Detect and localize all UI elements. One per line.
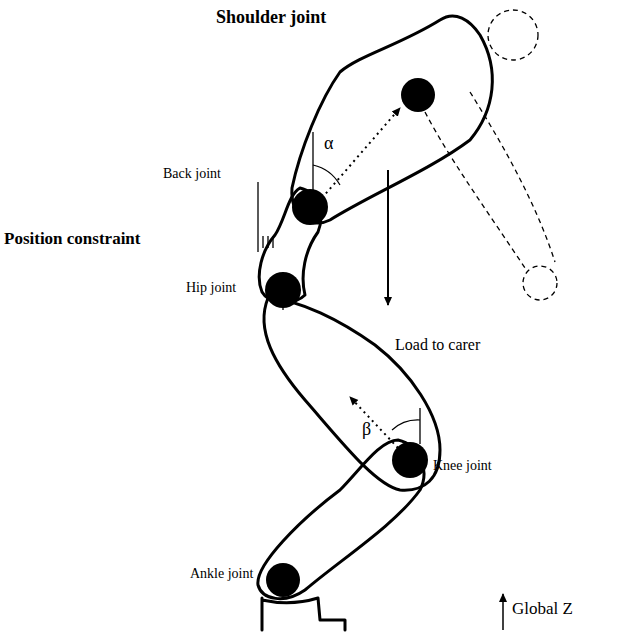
joint-label: Shoulder joint: [216, 8, 326, 28]
axis-arrow: [502, 594, 504, 630]
constraint-tick: [272, 236, 273, 248]
joint-label: Ankle joint: [190, 566, 253, 581]
joint-label: Hip joint: [186, 280, 236, 295]
torso-outline: [292, 16, 492, 223]
joint-dot: [265, 272, 301, 308]
constraint-tick: [267, 236, 268, 248]
segment-vector: [350, 397, 398, 448]
angle-arc: [392, 420, 420, 430]
load-arrow: [387, 170, 389, 305]
axis-label: Global Z: [512, 600, 573, 619]
reference-line: [312, 132, 313, 192]
joint-dot: [401, 78, 435, 112]
joint-label: Knee joint: [433, 458, 492, 473]
load-label: Load to carer: [393, 336, 482, 354]
head-dashed: [488, 10, 538, 60]
reference-line: [257, 182, 258, 252]
angle-arc: [313, 165, 340, 185]
arm-dashed: [425, 112, 525, 268]
foot-outline: [262, 598, 345, 630]
joint-dot: [292, 189, 328, 225]
angle-symbol: α: [324, 134, 333, 154]
joint-dot: [266, 563, 300, 597]
constraint-tick: [262, 236, 263, 248]
constraint-label: Position constraint: [4, 230, 140, 249]
joint-label: Back joint: [163, 166, 221, 181]
joint-dot: [392, 442, 428, 478]
thigh-outline: [264, 298, 440, 490]
angle-symbol: β: [362, 420, 371, 440]
reference-line: [419, 408, 420, 444]
arm-dashed: [470, 92, 555, 262]
hand-dashed: [523, 266, 557, 300]
